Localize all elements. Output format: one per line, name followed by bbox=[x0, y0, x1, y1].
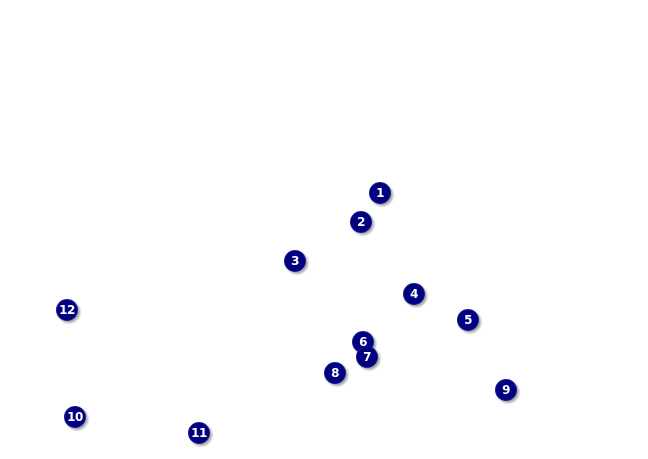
marker-label: 4 bbox=[410, 287, 418, 301]
map-marker-8[interactable]: 8 bbox=[324, 362, 346, 384]
map-marker-2[interactable]: 2 bbox=[350, 211, 372, 233]
marker-label: 7 bbox=[363, 350, 371, 364]
map-marker-10[interactable]: 10 bbox=[64, 406, 86, 428]
map-marker-4[interactable]: 4 bbox=[403, 283, 425, 305]
marker-label: 2 bbox=[357, 215, 365, 229]
marker-label: 9 bbox=[502, 383, 510, 397]
marker-label: 12 bbox=[59, 303, 75, 317]
marker-label: 5 bbox=[464, 313, 472, 327]
map-marker-7[interactable]: 7 bbox=[356, 346, 378, 368]
marker-label: 8 bbox=[331, 366, 339, 380]
marker-label: 11 bbox=[191, 426, 207, 440]
marker-label: 3 bbox=[291, 254, 299, 268]
map-marker-1[interactable]: 1 bbox=[369, 182, 391, 204]
map-marker-3[interactable]: 3 bbox=[284, 250, 306, 272]
map-marker-5[interactable]: 5 bbox=[457, 309, 479, 331]
marker-label: 10 bbox=[67, 410, 83, 424]
map-marker-12[interactable]: 12 bbox=[56, 299, 78, 321]
map-marker-9[interactable]: 9 bbox=[495, 379, 517, 401]
marker-label: 1 bbox=[376, 186, 384, 200]
map-marker-11[interactable]: 11 bbox=[188, 422, 210, 444]
